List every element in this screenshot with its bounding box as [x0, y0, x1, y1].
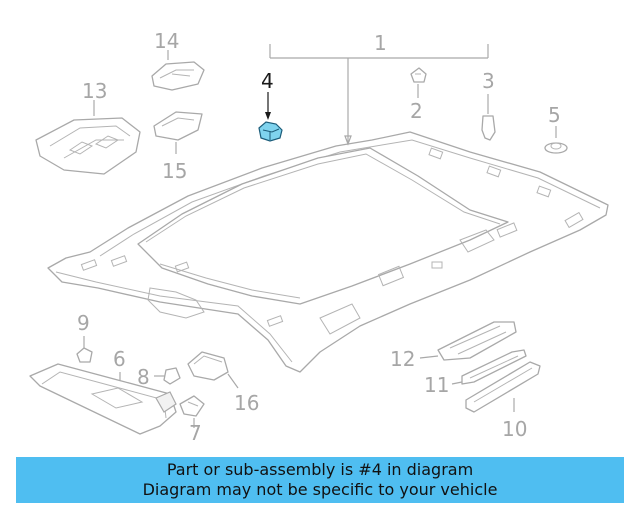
- part-4-highlighted-clip: [258, 92, 283, 142]
- callout-3: 3: [482, 69, 495, 93]
- callout-8: 8: [137, 365, 150, 389]
- banner-line-part-number: Part or sub-assembly is #4 in diagram: [166, 460, 474, 479]
- callout-11: 11: [424, 373, 449, 397]
- exploded-parts-diagram: 1 2 3 4 5 6 7 8 9 10 11 12 13 14 15 16: [29, 29, 609, 445]
- part-3-retainer: [481, 94, 496, 141]
- part-10-handle: [465, 361, 541, 413]
- part-6-sun-visor: [29, 363, 177, 435]
- part-8-clip: [154, 367, 181, 385]
- callout-12: 12: [390, 347, 415, 371]
- part-2-clip: [410, 67, 427, 98]
- callout-1: 1: [374, 31, 387, 55]
- callout-2: 2: [410, 99, 423, 123]
- callout-7: 7: [189, 421, 202, 445]
- callout-1-leaders: [269, 44, 489, 146]
- part-7-holder: [179, 395, 205, 428]
- part-11-garnish: [451, 349, 527, 385]
- callout-16: 16: [234, 391, 259, 415]
- part-13-map-lamp: [35, 100, 141, 175]
- part-9-clip: [76, 336, 93, 363]
- callout-6: 6: [113, 347, 126, 371]
- part-14-lamp-module: [151, 50, 205, 91]
- part-12-bracket: [419, 321, 517, 361]
- callout-9: 9: [77, 311, 90, 335]
- part-info-banner: Part or sub-assembly is #4 in diagram Di…: [16, 457, 624, 503]
- callout-15: 15: [162, 159, 187, 183]
- callout-4-highlighted: 4: [261, 69, 274, 93]
- part-15-lens: [153, 111, 203, 154]
- part-5-grommet: [544, 126, 568, 154]
- callout-14: 14: [154, 29, 179, 53]
- callout-13: 13: [82, 79, 107, 103]
- callout-5: 5: [548, 103, 561, 127]
- headliner-part: [47, 131, 609, 373]
- part-16-lamp: [187, 351, 239, 389]
- callout-10: 10: [502, 417, 527, 441]
- banner-line-disclaimer: Diagram may not be specific to your vehi…: [142, 480, 498, 499]
